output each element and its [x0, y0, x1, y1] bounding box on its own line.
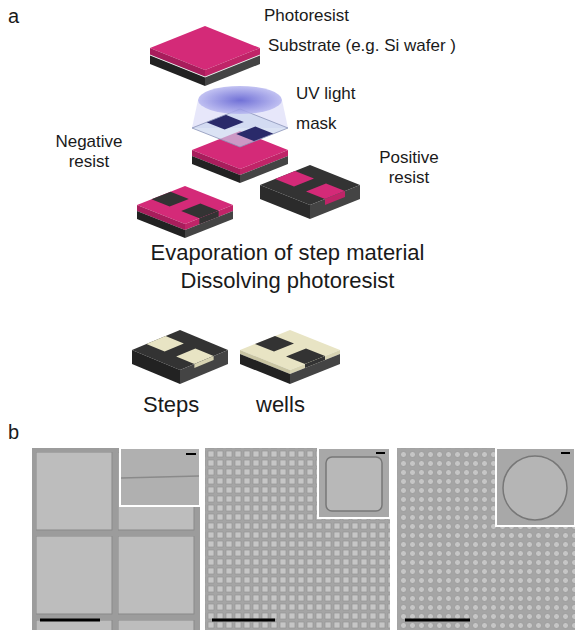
- substrate-side: [185, 211, 233, 238]
- layer-label: Substrate (e.g. Si wafer ): [268, 36, 456, 56]
- exposed-substrate: [151, 192, 188, 207]
- sem-edge: [121, 476, 199, 478]
- uv-source: [198, 86, 282, 114]
- sem-inset: [120, 448, 200, 506]
- substrate-side: [192, 156, 240, 183]
- sem-image-squares: [32, 448, 200, 630]
- substrate-side: [240, 354, 290, 384]
- mask-glass: [192, 109, 288, 147]
- sem-image-circles: [397, 448, 575, 630]
- sem-pattern: [32, 448, 200, 630]
- sem-ground: [32, 448, 200, 630]
- resist-block: [275, 171, 314, 187]
- mask-edge: [192, 109, 288, 147]
- resist-label: Negative resist: [36, 132, 142, 173]
- substrate-side: [132, 350, 180, 384]
- steps-wafer: [132, 330, 228, 384]
- scale-bar: [186, 453, 196, 455]
- substrate-side: [205, 55, 260, 86]
- sem-image-small-squares: [205, 448, 390, 630]
- sem-pattern: [205, 448, 390, 630]
- panel-letter: b: [8, 420, 19, 444]
- scale-bar: [212, 619, 275, 622]
- substrate-side: [290, 354, 340, 384]
- substrate-side: [150, 55, 205, 86]
- sem-ground: [205, 448, 390, 630]
- part-label: mask: [296, 114, 337, 134]
- resist-label: Positive resist: [364, 148, 454, 189]
- mask-plate: [192, 109, 288, 147]
- mask-pattern: [206, 115, 243, 130]
- step-block: [146, 336, 183, 352]
- sem-circle: [503, 456, 567, 520]
- substrate-side: [310, 185, 360, 219]
- resist-side: [325, 191, 345, 205]
- step-caption: Evaporation of step material: [0, 240, 575, 266]
- layer-edge: [150, 55, 260, 77]
- result-label: Steps: [143, 392, 199, 418]
- sem-pattern: [397, 448, 575, 630]
- layer-label: Photoresist: [264, 6, 349, 26]
- sem-inset: [496, 448, 575, 526]
- positive-resist-wafer: [260, 165, 360, 219]
- result-label: wells: [256, 392, 305, 418]
- sem-inset: [318, 448, 390, 518]
- part-label: UV light: [296, 84, 356, 104]
- scale-bar: [376, 452, 385, 454]
- wells-wafer: [240, 330, 340, 384]
- substrate-side: [137, 211, 185, 238]
- negative-resist-wafer: [137, 186, 233, 238]
- mask-pattern: [236, 126, 273, 141]
- exposure-stack: [192, 86, 288, 183]
- substrate-side: [260, 185, 310, 219]
- step-caption: Dissolving photoresist: [0, 268, 575, 294]
- well-floor: [255, 336, 294, 352]
- step-side: [194, 356, 213, 368]
- panel-letter: a: [8, 4, 19, 28]
- scale-bar: [405, 619, 470, 622]
- substrate-side: [180, 350, 228, 384]
- sem-square: [326, 457, 382, 511]
- scale-bar: [561, 452, 570, 454]
- scale-bar: [40, 619, 100, 622]
- coated-wafer: [150, 26, 260, 86]
- sem-ground: [397, 448, 575, 630]
